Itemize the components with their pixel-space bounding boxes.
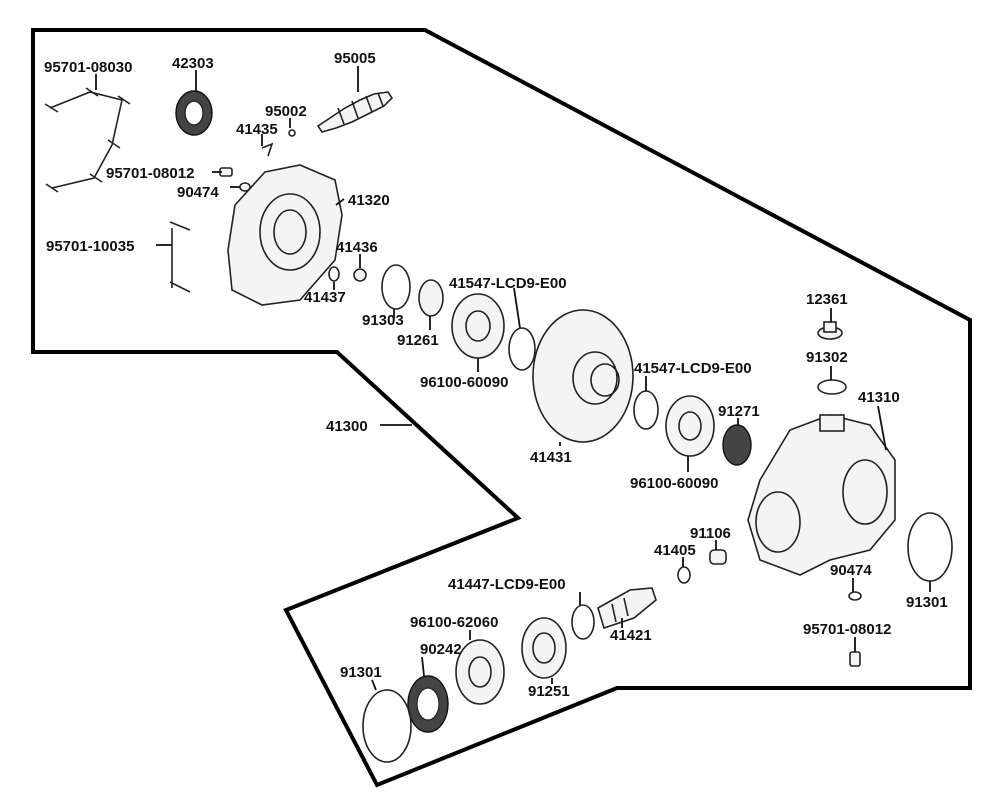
bearing-96100-60090-a — [451, 293, 505, 359]
label-41436: 41436 — [336, 239, 378, 256]
bearing-91106 — [709, 549, 727, 565]
bearing-91251 — [521, 617, 567, 679]
label-41421: 41421 — [610, 627, 652, 644]
label-95002: 95002 — [265, 103, 307, 120]
label-95701-08030: 95701-08030 — [44, 59, 132, 76]
o-ring-91302 — [817, 379, 847, 395]
label-41405: 41405 — [654, 542, 696, 559]
label-95701-10035: 95701-10035 — [46, 238, 134, 255]
label-91301-lower: 91301 — [340, 664, 382, 681]
pin-41435 — [261, 142, 274, 157]
label-41547-lcd9-e00-middle: 41547-LCD9-E00 — [634, 360, 752, 377]
pinion-41421 — [597, 587, 657, 630]
label-90242: 90242 — [420, 641, 462, 658]
label-41310: 41310 — [858, 389, 900, 406]
o-ring-91303 — [381, 264, 411, 310]
studs-95701-10035 — [169, 221, 191, 293]
plug-12361 — [817, 321, 843, 340]
label-41300: 41300 — [326, 418, 368, 435]
label-12361: 12361 — [806, 291, 848, 308]
label-91106: 91106 — [690, 525, 731, 542]
label-91261: 91261 — [397, 332, 439, 349]
label-41435: 41435 — [236, 121, 278, 138]
bolt-set-95701-08030 — [44, 87, 131, 193]
cover-41320 — [227, 164, 343, 306]
plug-41436 — [353, 268, 367, 282]
leader-lines — [95, 66, 931, 691]
label-91301-right: 91301 — [906, 594, 948, 611]
label-42303: 42303 — [172, 55, 214, 72]
label-41437: 41437 — [304, 289, 346, 306]
seal-90242 — [407, 675, 449, 733]
bolt-95701-08012-lower — [849, 651, 861, 667]
seal-91271 — [722, 424, 752, 466]
label-91251: 91251 — [528, 683, 570, 700]
label-91271: 91271 — [718, 403, 760, 420]
label-41320: 41320 — [348, 192, 390, 209]
housing-41310 — [747, 414, 896, 576]
label-91302: 91302 — [806, 349, 848, 366]
seal-91261 — [418, 279, 444, 317]
ring-41437 — [328, 266, 340, 282]
label-96100-60090-lower: 96100-60090 — [630, 475, 718, 492]
label-41547-lcd9-e00-upper: 41547-LCD9-E00 — [449, 275, 567, 292]
label-41431: 41431 — [530, 449, 572, 466]
bearing-96100-60090-b — [665, 395, 715, 457]
ring-gear-41431 — [532, 309, 634, 443]
circlip-41405 — [677, 566, 691, 584]
label-96100-62060: 96100-62060 — [410, 614, 498, 631]
label-90474-upper: 90474 — [177, 184, 219, 201]
boot-95005 — [316, 91, 394, 133]
label-41447-lcd9-e00: 41447-LCD9-E00 — [448, 576, 566, 593]
label-91303: 91303 — [362, 312, 404, 329]
label-95005: 95005 — [334, 50, 376, 67]
ring-41547-b — [633, 390, 659, 430]
label-95701-08012-lower: 95701-08012 — [803, 621, 891, 638]
washer-90474-lower — [848, 591, 862, 601]
bearing-96100-62060 — [455, 639, 505, 705]
label-95701-08012-upper: 95701-08012 — [106, 165, 194, 182]
ring-41547-a — [508, 327, 536, 371]
ring-41447 — [571, 604, 595, 640]
assembly-boundary-frame — [31, 28, 972, 788]
o-ring-91301-lower — [362, 689, 412, 763]
label-96100-60090-upper: 96100-60090 — [420, 374, 508, 391]
o-ring-91301-right — [907, 512, 953, 582]
label-90474-lower: 90474 — [830, 562, 872, 579]
pin-95002 — [288, 129, 296, 137]
seal-42303 — [175, 90, 213, 136]
